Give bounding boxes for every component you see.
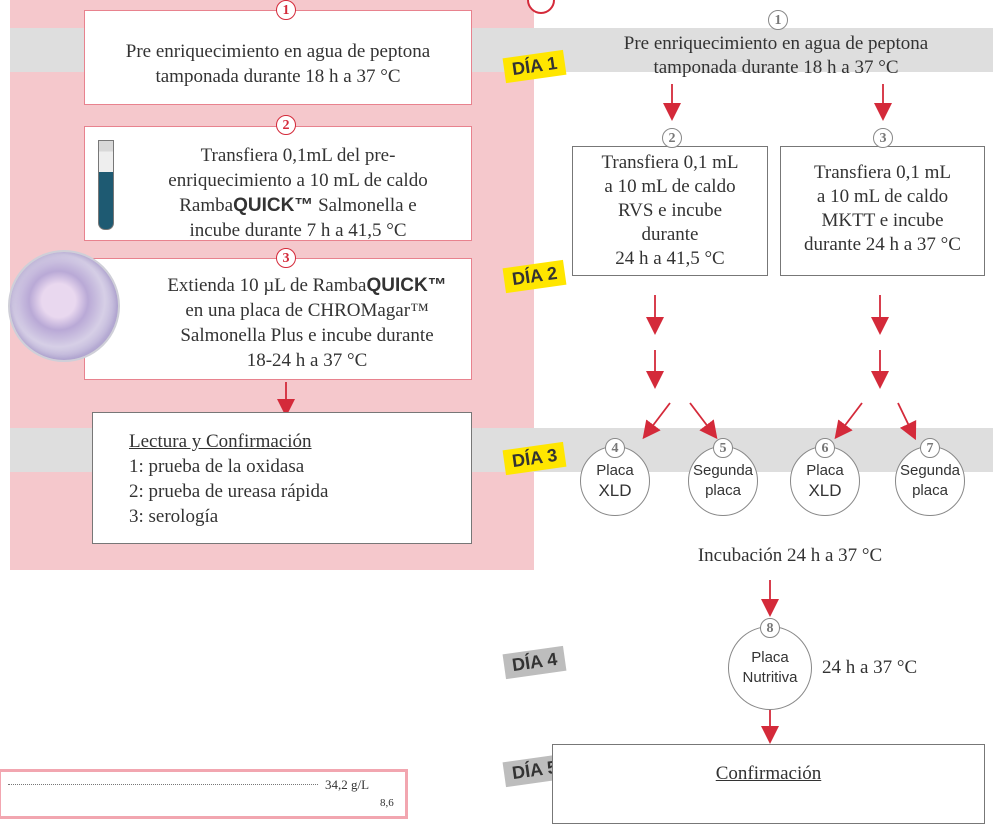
plate-5-line1: Segunda	[692, 462, 754, 479]
left-step3-line4: 18-24 h a 37 °C	[246, 350, 368, 371]
final-confirm-box: Confirmación	[552, 744, 985, 824]
plate-6-number: 6	[815, 438, 835, 458]
left-step2-line3-rest: Salmonella e	[313, 195, 417, 216]
left-step2-line4: incube durante 7 h a 41,5 °C	[189, 220, 407, 241]
left-confirm-title: Lectura y Confirmación	[129, 431, 312, 452]
left-step3-line2: en una placa de CHROMagar™	[185, 300, 429, 321]
plate-8-number: 8	[760, 618, 780, 638]
left-step2-box: Transfiera 0,1mL del pre- enriquecimient…	[84, 126, 472, 241]
left-confirm-box: Lectura y Confirmación 1: prueba de la o…	[92, 412, 472, 544]
nutrient-time-label: 24 h a 37 °C	[822, 657, 918, 678]
right-step1-number: 1	[768, 10, 788, 30]
left-step2-line1: Transfiera 0,1mL del pre-	[200, 145, 396, 166]
table-value-1: 34,2 g/L	[325, 777, 370, 792]
left-step1-text: Pre enriquecimiento en agua de peptona t…	[125, 41, 431, 87]
left-confirm-item-3: 3: serología	[129, 506, 219, 527]
right-step2-line4: durante	[641, 224, 699, 245]
left-step3-line1: Extienda 10 µL de RambaQUICK™	[155, 273, 459, 298]
left-step1-number: 1	[276, 0, 296, 20]
nutrient-line1: Placa	[751, 649, 789, 666]
right-step3-line3: MKTT e incube	[821, 210, 944, 231]
plate-7-line2: placa	[912, 482, 948, 499]
right-step3-line4: durante 24 h a 37 °C	[804, 234, 961, 255]
right-step2-line5: 24 h a 41,5 °C	[615, 248, 725, 269]
plate-5-number: 5	[713, 438, 733, 458]
right-step3-box: Transfiera 0,1 mL a 10 mL de caldo MKTT …	[780, 146, 985, 276]
left-step2-line3: RambaQUICK™ Salmonella e	[137, 193, 459, 218]
right-step2-line3: RVS e incube	[617, 200, 723, 221]
right-step2-number: 2	[662, 128, 682, 148]
right-step1-text: Pre enriquecimiento en agua de peptona t…	[623, 33, 929, 78]
right-step3-line1: Transfiera 0,1 mL	[813, 162, 952, 183]
test-tube-icon	[98, 140, 114, 230]
brand-prefix: Ramba	[179, 195, 234, 216]
final-confirm-title: Confirmación	[715, 763, 822, 784]
plate-nutrient: Placa Nutritiva	[728, 626, 812, 710]
plate-5-line2: placa	[705, 482, 741, 499]
table-leader-dots	[8, 784, 318, 785]
right-step2-box: Transfiera 0,1 mL a 10 mL de caldo RVS e…	[572, 146, 768, 276]
brand-bold: QUICK™	[233, 195, 314, 216]
nutrient-line2: Nutritiva	[742, 669, 798, 686]
right-step3-number: 3	[873, 128, 893, 148]
left-step2-number: 2	[276, 115, 296, 135]
petri-dish-icon	[8, 250, 120, 362]
right-step2-line1: Transfiera 0,1 mL	[601, 152, 739, 173]
left-step2-line2: enriquecimiento a 10 mL de caldo	[168, 170, 428, 191]
plate-4-number: 4	[605, 438, 625, 458]
step3-brand-bold: QUICK™	[366, 275, 447, 296]
table-value-2: 8,6	[380, 797, 394, 809]
left-step3-line3: Salmonella Plus e incube durante	[180, 325, 434, 346]
incubation-label: Incubación 24 h a 37 °C	[697, 545, 883, 566]
left-step3-number: 3	[276, 248, 296, 268]
right-step3-line2: a 10 mL de caldo	[816, 186, 949, 207]
plate-7-line1: Segunda	[899, 462, 961, 479]
plate-4-line1: Placa	[596, 462, 634, 479]
plate-7-number: 7	[920, 438, 940, 458]
left-step3-box: Extienda 10 µL de RambaQUICK™ en una pla…	[84, 258, 472, 380]
plate-6-line2: XLD	[808, 481, 842, 500]
plate-4-line2: XLD	[598, 481, 632, 500]
step3-prefix: Extienda 10 µL de Ramba	[167, 275, 367, 296]
left-step1-box: Pre enriquecimiento en agua de peptona t…	[84, 10, 472, 105]
left-confirm-item-2: 2: prueba de ureasa rápida	[129, 481, 329, 502]
right-step2-line2: a 10 mL de caldo	[604, 176, 736, 197]
plate-6-line1: Placa	[806, 462, 844, 479]
left-confirm-item-1: 1: prueba de la oxidasa	[129, 456, 305, 477]
